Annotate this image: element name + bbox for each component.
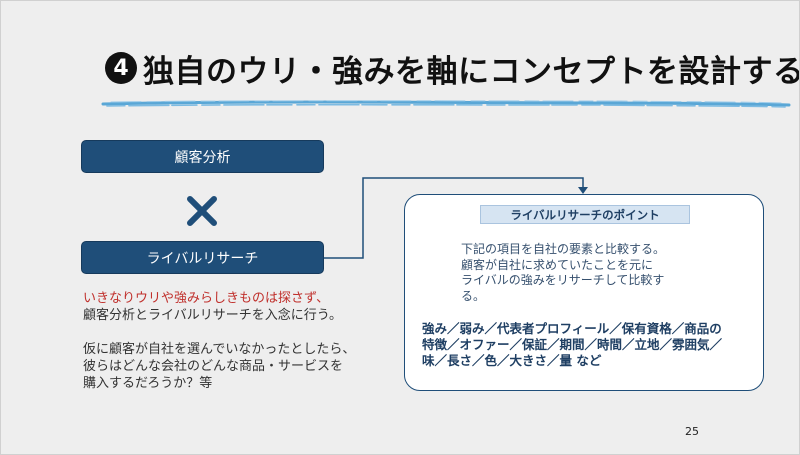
cross-icon xyxy=(187,196,217,226)
left-note-2: 仮に顧客が自社を選んでいなかったとしたら、 彼らはどんな会社のどんな商品・サービ… xyxy=(83,341,355,392)
point-label: ライバルリサーチのポイント xyxy=(480,205,690,224)
rival-research-points-panel: ライバルリサーチのポイント 下記の項目を自社の要素と比較する。 顧客が自社に求め… xyxy=(404,194,764,391)
customer-analysis-box: 顧客分析 xyxy=(81,140,324,173)
comparison-items-line-1: 強み／弱み／代表者プロフィール／保有資格／商品の xyxy=(422,321,722,336)
panel-description-line-4: る。 xyxy=(461,288,486,303)
panel-description-line-2: 顧客が自社に求めていたことを元に xyxy=(461,257,654,272)
left-note-1-line-2: 顧客分析とライバルリサーチを入念に行う。 xyxy=(83,308,342,323)
panel-description: 下記の項目を自社の要素と比較する。 顧客が自社に求めていたことを元に ライバルの… xyxy=(461,242,665,304)
panel-description-line-3: ライバルの強みをリサーチして比較す xyxy=(461,273,665,287)
title-text: 独自のウリ・強みを軸にコンセプトを設計する xyxy=(143,53,800,90)
left-note-1-line-1: いきなりウリや強みらしきものは探さず、 xyxy=(83,291,330,306)
left-note-2-line-1: 仮に顧客が自社を選んでいなかったとしたら、 xyxy=(83,342,356,357)
left-note-2-line-2: 彼らはどんな会社のどんな商品・サービスを xyxy=(83,359,344,374)
comparison-items: 強み／弱み／代表者プロフィール／保有資格／商品の 特徴／オファー／保証／期間／時… xyxy=(422,321,752,369)
slide-title: 4 独自のウリ・強みを軸にコンセプトを設計する xyxy=(105,45,800,91)
rival-research-box: ライバルリサーチ xyxy=(81,241,324,274)
left-note-1: いきなりウリや強みらしきものは探さず、 顧客分析とライバルリサーチを入念に行う。 xyxy=(83,290,342,324)
panel-description-line-1: 下記の項目を自社の要素と比較する。 xyxy=(461,242,666,256)
comparison-items-line-3: 味／長さ／色／大きさ／量 など xyxy=(422,353,602,368)
brush-underline xyxy=(101,100,791,108)
comparison-items-line-2: 特徴／オファー／保証／期間／時間／立地／雰囲気／ xyxy=(422,337,723,352)
page-number: 25 xyxy=(685,425,699,438)
title-number-badge: 4 xyxy=(105,52,137,84)
left-note-2-line-3: 購入するだろうか？等 xyxy=(83,376,213,391)
